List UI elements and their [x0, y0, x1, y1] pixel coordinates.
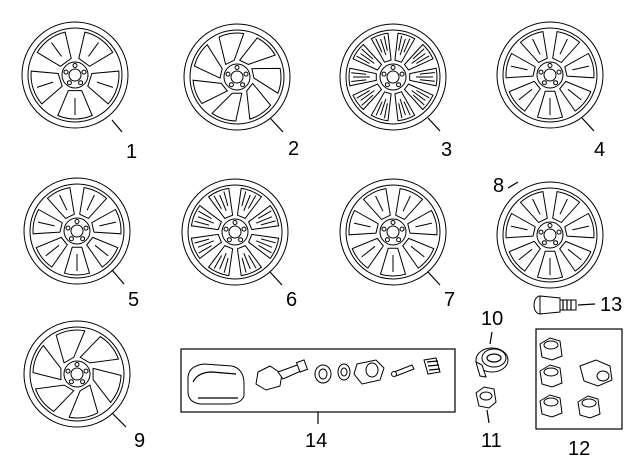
callout-tpms-kit: 14 [305, 430, 327, 452]
lock-nut [577, 395, 601, 419]
callout-wheel-7: 7 [444, 289, 455, 311]
tpms-valve [255, 359, 309, 391]
lug-nut[interactable] [475, 386, 497, 409]
tpms-core [391, 364, 415, 377]
wheel-2[interactable] [183, 23, 291, 131]
callout-wheel-9: 9 [134, 430, 145, 452]
wheel-8[interactable] [496, 181, 604, 289]
callout-center-cap: 10 [481, 308, 503, 330]
callout-wheel-5: 5 [128, 289, 139, 311]
callout-wheel-6: 6 [286, 289, 297, 311]
center-cap[interactable] [475, 347, 509, 378]
tpms-kit[interactable] [180, 348, 456, 413]
lock-nut [539, 364, 563, 388]
lock-set[interactable] [535, 328, 623, 430]
callout-lug-nut: 11 [481, 430, 502, 452]
callout-wheel-3: 3 [441, 139, 452, 161]
valve-stem[interactable] [533, 295, 577, 315]
callout-wheel-4: 4 [594, 139, 605, 161]
callout-lock-set: 12 [568, 438, 590, 460]
wheel-7[interactable] [339, 178, 447, 286]
tpms-nut [353, 359, 385, 385]
tpms-washer [337, 363, 351, 381]
wheel-5[interactable] [23, 177, 131, 285]
callout-wheel-2: 2 [288, 138, 299, 160]
lock-nut [539, 337, 563, 361]
wheel-3[interactable] [339, 23, 447, 131]
lock-nut [539, 394, 563, 418]
callout-wheel-8: 8 [493, 175, 504, 197]
wheel-1[interactable] [21, 21, 129, 129]
lock-key [579, 359, 613, 387]
wheel-4[interactable] [496, 21, 604, 129]
callout-valve-stem: 13 [600, 294, 622, 316]
wheel-6[interactable] [181, 178, 289, 286]
tpms-grommet [314, 364, 332, 384]
callout-wheel-1: 1 [126, 141, 137, 163]
wheel-9[interactable] [23, 320, 131, 428]
tpms-cap [423, 357, 441, 375]
tpms-sensor [187, 363, 245, 405]
